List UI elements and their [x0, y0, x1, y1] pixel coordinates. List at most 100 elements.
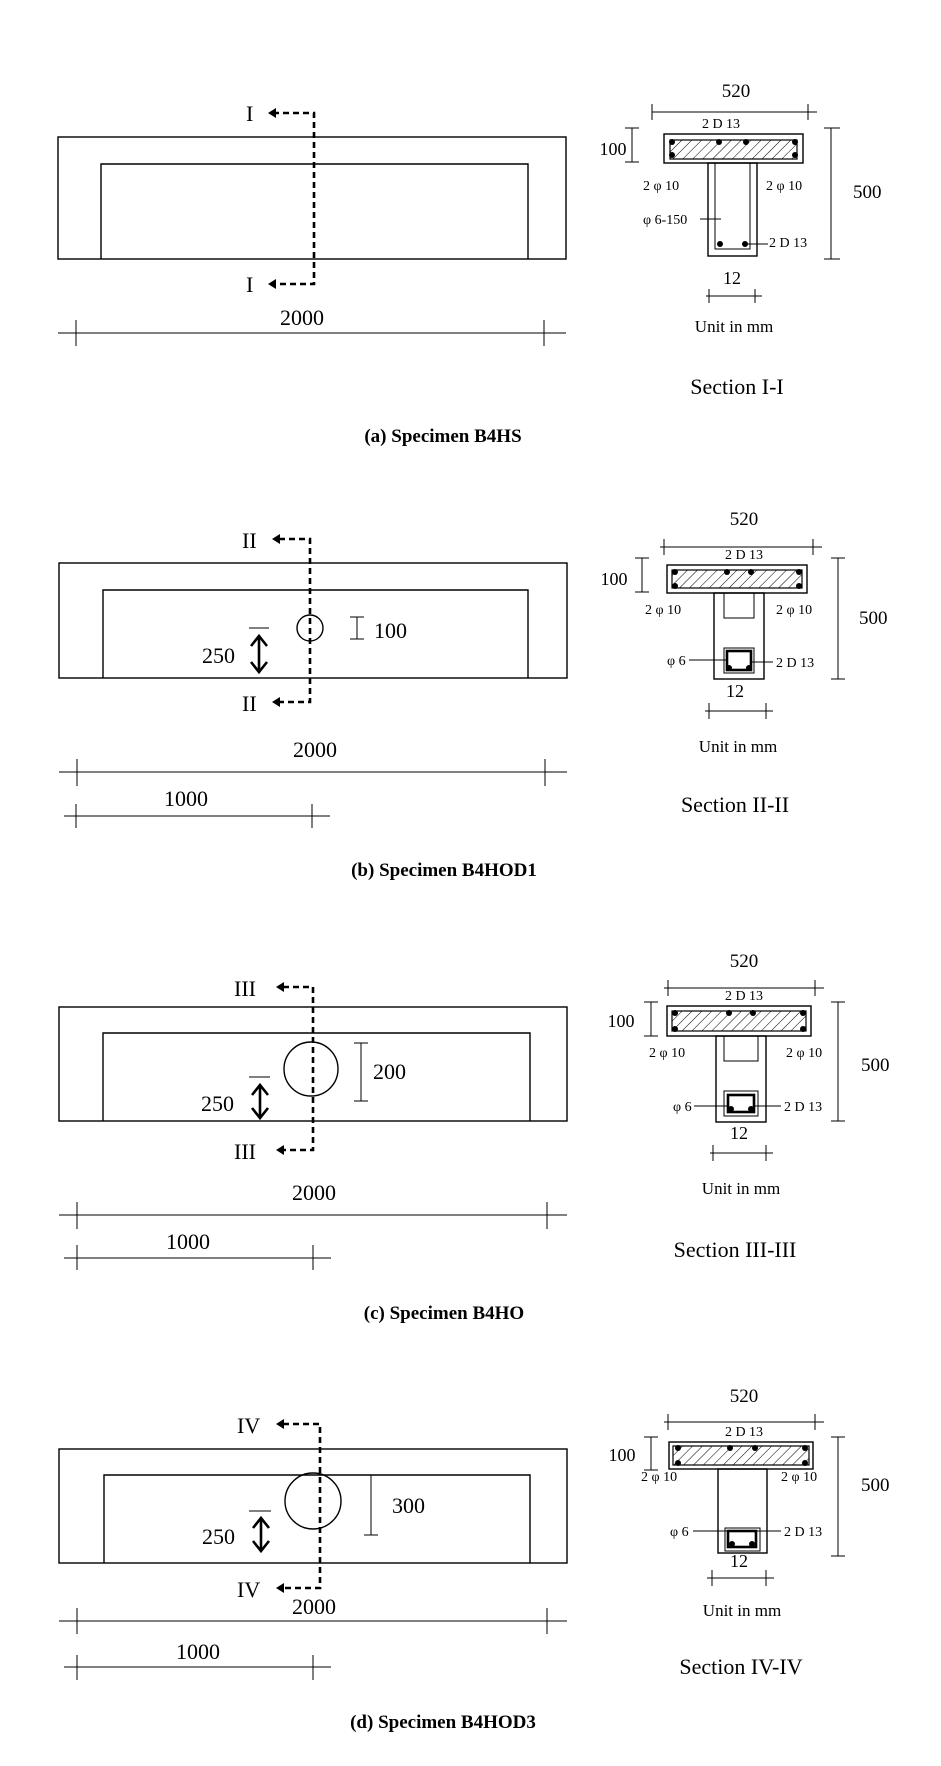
top-bars-label: 2 D 13: [725, 548, 763, 563]
flange-bars-right-label: 2 φ 10: [766, 179, 802, 194]
flange-width-label: 520: [730, 951, 759, 972]
half-length-dimension: 1000: [64, 786, 330, 828]
beam-elevation: [57, 136, 567, 260]
total-depth-label: 500: [853, 182, 882, 203]
bottom-bars-label: 2 D 13: [769, 236, 807, 251]
flange-depth-label: 100: [601, 569, 628, 589]
beam-elevation: [58, 1006, 568, 1122]
unit-label: Unit in mm: [703, 1601, 781, 1620]
specimen-b: II II 250 100 2000 1000: [58, 509, 888, 881]
cut-arrow-top: [268, 108, 276, 118]
specimen-c: III III 250 200 2000 1000: [58, 951, 890, 1324]
web-width-label: 12: [730, 1551, 748, 1571]
flange-depth-label: 100: [608, 1011, 635, 1031]
opening-size-label: 300: [392, 1493, 425, 1518]
web-outline: [717, 1468, 768, 1554]
beam-outline: [58, 1006, 568, 1122]
beam-length-label: 2000: [293, 737, 337, 762]
section-title: Section I-I: [690, 374, 783, 399]
opening-offset-label: 250: [202, 643, 235, 668]
flange-depth-label: 100: [600, 139, 627, 159]
total-depth-label: 500: [859, 608, 888, 629]
top-bars-label: 2 D 13: [725, 1425, 763, 1440]
top-bars-label: 2 D 13: [725, 989, 763, 1004]
cut-label-bottom: III: [234, 1139, 256, 1164]
specimen-d: IV IV 250 300 2000 1000: [58, 1386, 890, 1733]
cross-section: 520 2 D 13 100 500 2 φ 10 2 φ 10 φ 6-150…: [600, 81, 882, 399]
cut-label-top: IV: [237, 1413, 260, 1438]
opening-offset-label: 250: [201, 1091, 234, 1116]
web-outline: [713, 592, 765, 680]
unit-label: Unit in mm: [695, 317, 773, 336]
beam-outline: [58, 1448, 568, 1564]
length-dimension: 2000: [59, 1180, 567, 1229]
flange-hatch: [671, 1010, 807, 1032]
half-length-label: 1000: [164, 786, 208, 811]
web-opening: [283, 1041, 339, 1097]
beam-web-outline: [102, 1032, 531, 1121]
stirrup-label: φ 6: [673, 1100, 692, 1115]
figure-caption: (b) Specimen B4HOD1: [351, 860, 537, 881]
flange-hatch: [671, 569, 803, 589]
cut-label-top: II: [242, 528, 257, 553]
stirrup: [723, 1090, 759, 1117]
cut-label-bottom: I: [246, 272, 253, 297]
total-depth-label: 500: [861, 1475, 890, 1496]
beam-outline: [57, 136, 567, 260]
flange-width-label: 520: [730, 1386, 759, 1407]
opening-size-dimension: 100: [350, 616, 407, 643]
web-opening: [284, 1472, 342, 1530]
section-cut-line: III III: [234, 976, 315, 1164]
opening-size-label: 100: [374, 618, 407, 643]
stirrup-label: φ 6: [667, 654, 686, 669]
total-depth-label: 500: [861, 1055, 890, 1076]
section-title: Section II-II: [681, 792, 789, 817]
length-dimension: 2000: [59, 737, 567, 786]
opening-offset-label: 250: [202, 1524, 235, 1549]
section-title: Section III-III: [674, 1237, 797, 1262]
beam-outline: [58, 562, 568, 679]
half-length-label: 1000: [176, 1639, 220, 1664]
section-cut-line: IV IV: [237, 1413, 322, 1602]
figure-caption: (d) Specimen B4HOD3: [350, 1712, 536, 1733]
cross-section: 520 2 D 13 100 500 2 φ 10 2 φ 10 φ 6: [601, 509, 888, 817]
opening-size-dimension: 300: [364, 1475, 425, 1536]
web-width-label: 12: [723, 268, 741, 288]
flange-bars-left-label: 2 φ 10: [649, 1046, 685, 1061]
section-cut-line: I I: [246, 101, 316, 297]
flange-bars-right-label: 2 φ 10: [786, 1046, 822, 1061]
beam-length-label: 2000: [280, 305, 324, 330]
top-bars-label: 2 D 13: [702, 117, 740, 132]
half-length-dimension: 1000: [64, 1229, 331, 1270]
flange-bars-left-label: 2 φ 10: [645, 603, 681, 618]
beam-web-outline: [102, 589, 529, 678]
section-cut-line: II II: [242, 528, 312, 716]
cross-section: 520 2 D 13 100 500 2 φ 10 2 φ 10 φ 6 2 D…: [609, 1386, 890, 1679]
bottom-bars-label: 2 D 13: [776, 656, 814, 671]
opening-offset-dimension: 250: [202, 1510, 271, 1554]
beam-elevation: [58, 1448, 568, 1564]
stirrup-label: φ 6: [670, 1525, 689, 1540]
half-length-label: 1000: [166, 1229, 210, 1254]
beam-web-outline: [103, 1474, 531, 1563]
flange-bars-left-label: 2 φ 10: [641, 1470, 677, 1485]
length-dimension: 2000: [59, 1594, 567, 1634]
stirrup: [724, 1527, 761, 1552]
flange-hatch: [669, 139, 798, 160]
specimen-a: I I 2000 520 2 D 13 100: [57, 81, 882, 447]
flange-hatch: [672, 1445, 810, 1466]
flange-bars-right-label: 2 φ 10: [781, 1470, 817, 1485]
cut-label-bottom: II: [242, 691, 257, 716]
beam-length-label: 2000: [292, 1594, 336, 1619]
stirrup-label: φ 6-150: [643, 213, 687, 228]
section-title: Section IV-IV: [679, 1654, 802, 1679]
opening-size-dimension: 200: [354, 1042, 406, 1102]
opening-size-label: 200: [373, 1059, 406, 1084]
unit-label: Unit in mm: [702, 1179, 780, 1198]
bottom-bars-label: 2 D 13: [784, 1100, 822, 1115]
opening-offset-dimension: 250: [201, 1076, 270, 1121]
bottom-bars-label: 2 D 13: [784, 1525, 822, 1540]
opening-offset-dimension: 250: [202, 627, 269, 675]
cut-label-top: I: [246, 101, 253, 126]
